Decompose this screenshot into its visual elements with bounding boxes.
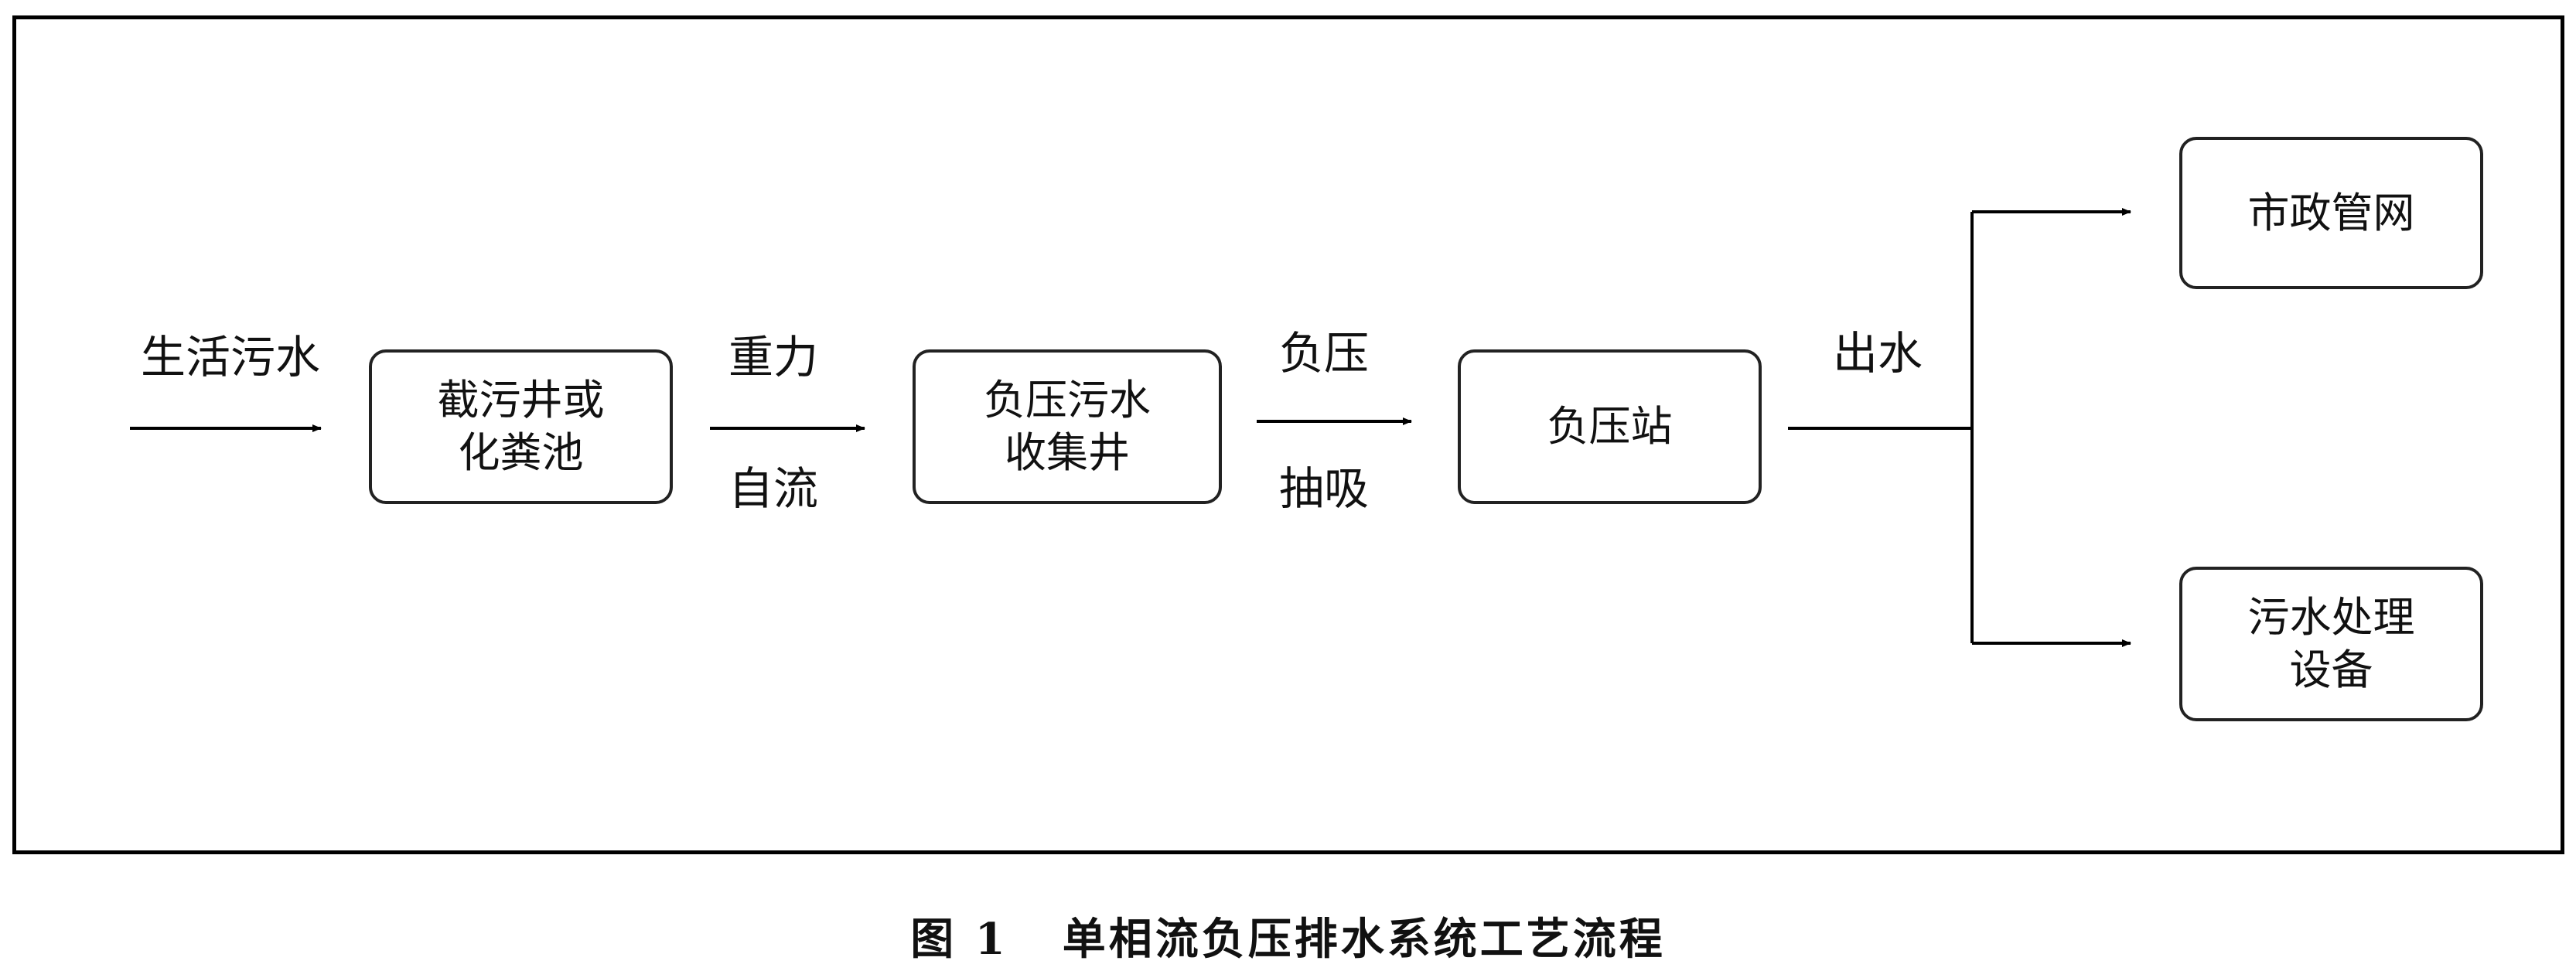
collection-well-box: 负压污水 收集井 [913,349,1222,504]
collection-well-label: 负压污水 收集井 [984,376,1151,477]
diagram-frame [12,15,2564,854]
intercept-well-box: 截污井或 化粪池 [369,349,673,504]
figure-number: 图 1 [910,914,1008,965]
label-domestic-sewage: 生活污水 [140,331,321,383]
treatment-equipment-label: 污水处理 设备 [2247,593,2415,694]
label-vacuum-top: 负压 [1278,327,1370,380]
municipal-network-label: 市政管网 [2247,188,2415,237]
intercept-well-label: 截污井或 化粪池 [437,376,605,477]
treatment-equipment-box: 污水处理 设备 [2179,567,2483,721]
label-gravity-bottom: 自流 [728,462,819,515]
figure-caption: 图 1 单相流负压排水系统工艺流程 [0,905,2576,967]
label-vacuum-bottom: 抽吸 [1278,462,1370,515]
label-outflow: 出水 [1832,327,1923,380]
vacuum-station-label: 负压站 [1547,402,1673,451]
label-gravity-top: 重力 [728,331,819,383]
municipal-network-box: 市政管网 [2179,137,2483,289]
figure-title: 单相流负压排水系统工艺流程 [1062,914,1666,965]
vacuum-station-box: 负压站 [1458,349,1762,504]
